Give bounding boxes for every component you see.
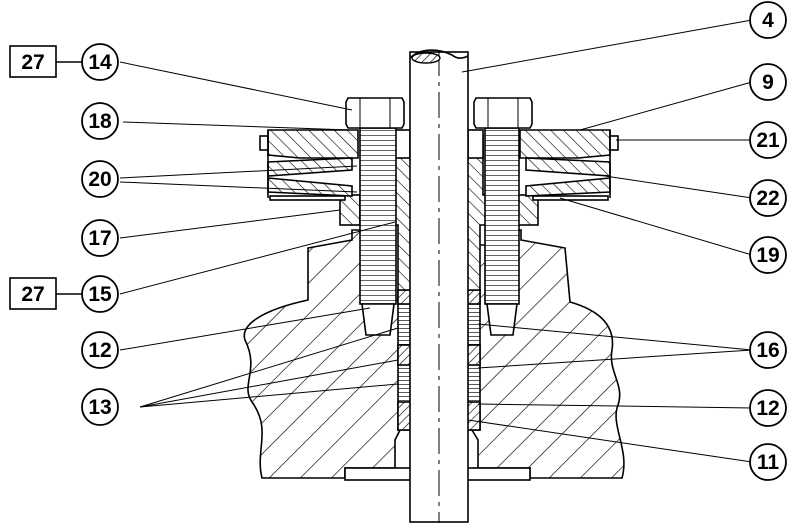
callout-9-label: 9 <box>762 71 774 94</box>
callout-15: 27 15 <box>9 275 119 313</box>
callout-17-label: 17 <box>88 227 111 250</box>
callout-16-label: 16 <box>756 339 779 362</box>
callout-12-right-label: 12 <box>756 397 779 420</box>
callout-22: 22 <box>749 179 787 217</box>
callout-13: 13 <box>81 388 119 426</box>
callout-4: 4 <box>749 1 787 39</box>
callout-17: 17 <box>81 219 119 257</box>
callout-16: 16 <box>749 331 787 369</box>
callout-20-label: 20 <box>88 168 111 191</box>
callout-12-left-label: 12 <box>88 339 111 362</box>
callout-21: 21 <box>749 121 787 159</box>
callout-22-label: 22 <box>756 187 779 210</box>
callout-15-label: 15 <box>88 283 112 306</box>
callout-12-left: 12 <box>81 331 119 369</box>
callout-11-label: 11 <box>757 451 780 474</box>
shaft <box>409 49 469 523</box>
callout-18-label: 18 <box>88 110 112 133</box>
callout-12-right: 12 <box>749 389 787 427</box>
callout-21-label: 21 <box>756 129 780 152</box>
studs-and-nuts <box>345 97 533 336</box>
gland-plate <box>259 129 619 201</box>
callout-15-box-label: 27 <box>21 283 44 306</box>
callout-14: 27 14 <box>9 43 119 81</box>
callout-4-label: 4 <box>762 9 774 32</box>
callout-13-label: 13 <box>88 396 111 419</box>
callout-18: 18 <box>81 102 119 140</box>
callout-14-box-label: 27 <box>21 51 44 74</box>
callout-20: 20 <box>81 160 119 198</box>
callout-19: 19 <box>749 236 787 274</box>
callout-9: 9 <box>749 63 787 101</box>
callout-19-label: 19 <box>756 244 779 267</box>
leader-lines <box>119 19 753 463</box>
callout-14-label: 14 <box>88 51 112 74</box>
callout-11: 11 <box>749 443 787 481</box>
